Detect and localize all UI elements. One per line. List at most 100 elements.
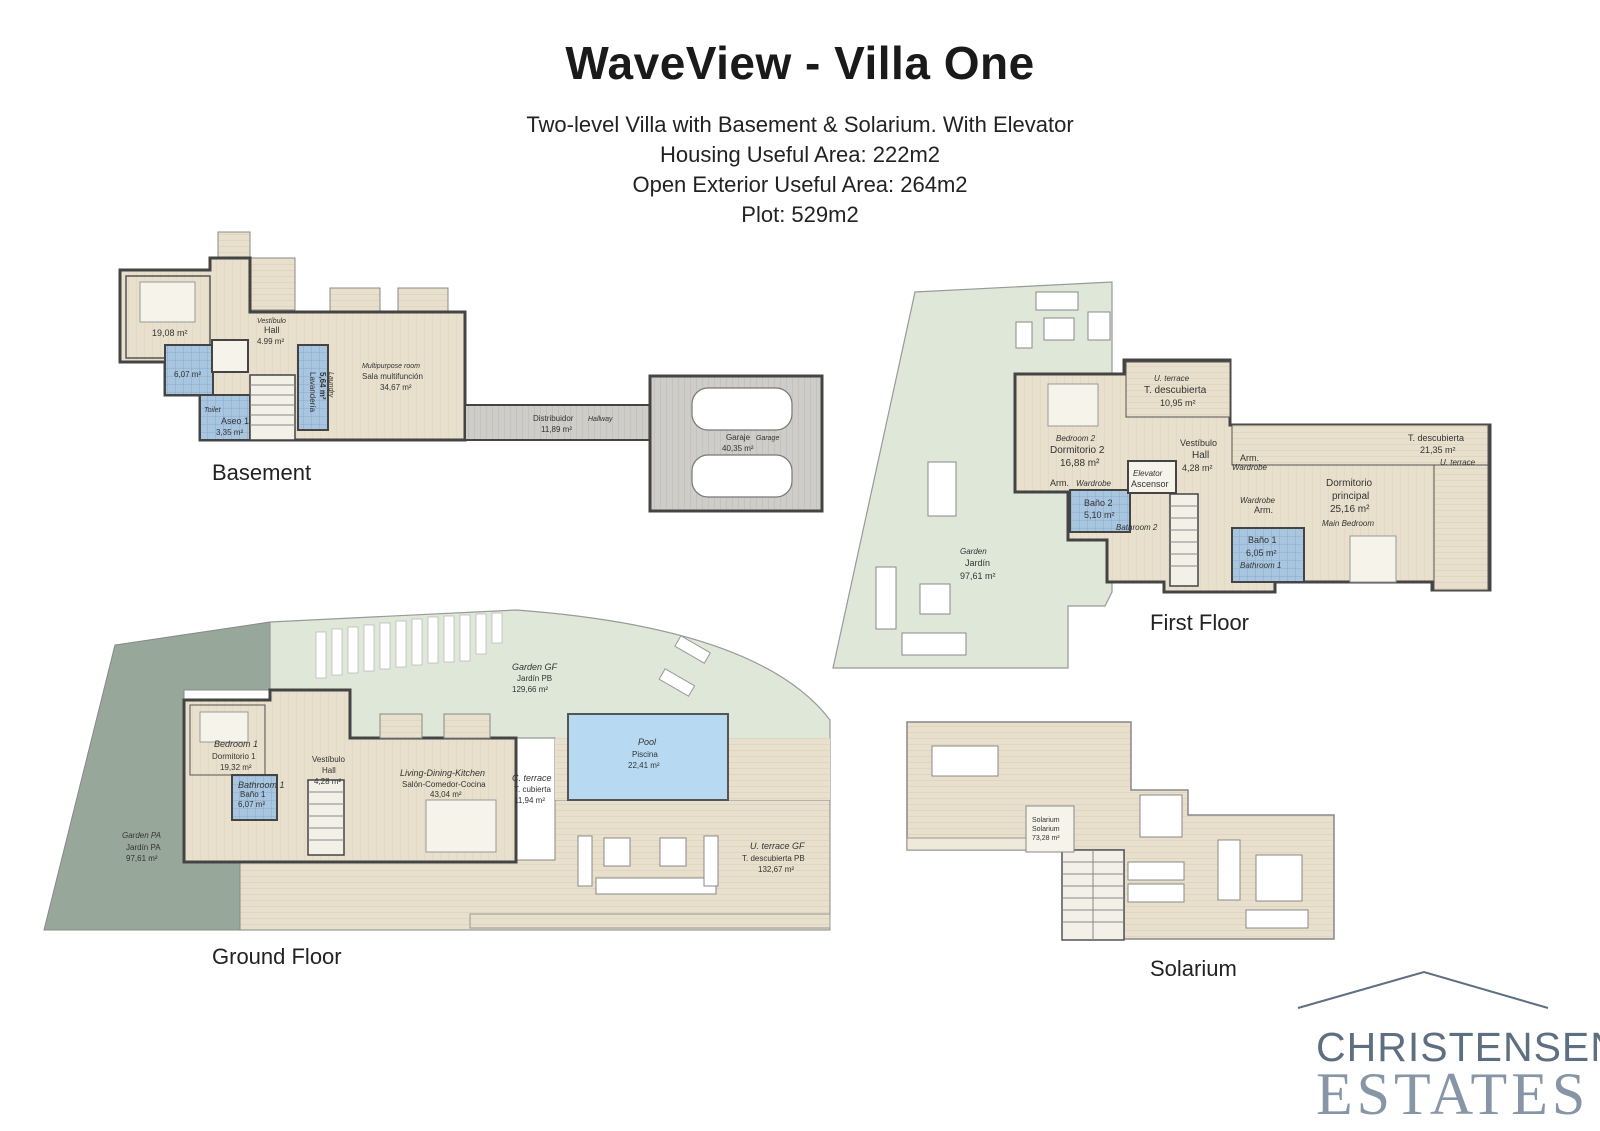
ff-bano2-es: Baño 2 [1084, 498, 1113, 508]
gf-pool-area: 22,41 m² [628, 761, 660, 770]
gf-garden-en: Garden GF [512, 662, 558, 672]
gf-hall-area: 4,28 m² [314, 777, 341, 786]
ff-bath2-en: Bathroom 2 [1116, 523, 1158, 532]
ff-bed2-en: Bedroom 2 [1056, 434, 1096, 443]
gf-uterrace-es: T. descubierta PB [742, 854, 805, 863]
gf-ldk-area: 43,04 m² [430, 790, 462, 799]
ff-tdesc-en: U. terrace [1440, 458, 1476, 467]
label-solarium: Solarium [1150, 956, 1237, 981]
gf-hall-en: Hall [322, 766, 336, 775]
ff-uterrace-es: T. descubierta [1144, 385, 1207, 396]
bsm-bath-area: 6,07 m² [174, 370, 201, 379]
ff-bed2-area: 16,88 m² [1060, 458, 1100, 469]
sol-es: Solarium [1032, 826, 1060, 833]
bsm-multi-en: Multipurpose room [362, 363, 420, 370]
ff-wardrobe-en-1: Wardrobe [1076, 479, 1112, 488]
logo-line1: CHRISTENSEN [1316, 1024, 1600, 1070]
bsm-toilet-es: Aseo 1 [221, 416, 249, 426]
ff-wardrobe-en-3: Wardrobe [1240, 496, 1276, 505]
gf-uterrace-area: 132,67 m² [758, 865, 794, 874]
ff-arm-es-3: Arm. [1254, 505, 1273, 515]
gf-bath1-en: Bathroom 1 [238, 780, 285, 790]
bsm-hall-area: 4.99 m² [257, 337, 284, 346]
ff-elevator-en: Elevator [1133, 469, 1163, 478]
ff-uterrace-area: 10,95 m² [1160, 398, 1196, 408]
gf-bano1-area: 6,07 m² [238, 800, 265, 809]
solarium-plan: Solarium Solarium 73,28 m² [906, 721, 1335, 941]
label-basement: Basement [212, 460, 312, 485]
bsm-toilet-en: Toilet [204, 407, 222, 414]
sol-area: 73,28 m² [1032, 835, 1060, 842]
bsm-hall-en: Hall [264, 325, 280, 335]
subtitle-housing-area: Housing Useful Area: 222m2 [659, 142, 941, 167]
gf-ldk-en: Living-Dining-Kitchen [400, 768, 485, 778]
logo-roof-icon [1297, 970, 1549, 1009]
ff-arm-es-1: Arm. [1050, 478, 1069, 488]
ff-bano2-area: 5,10 m² [1084, 510, 1115, 520]
ff-hall-es: Vestíbulo [1180, 438, 1217, 448]
bsm-toilet-area: 3,35 m² [216, 428, 243, 437]
subtitle-plot: Plot: 529m2 [741, 202, 859, 227]
gf-garden-area: 129,66 m² [512, 685, 548, 694]
bsm-hallway-es: Distribuidor [533, 414, 574, 423]
gf-cterrace-area: 11,94 m² [514, 796, 545, 805]
first-floor-plan: Garden Jardín 97,61 m² U. terrace T. des… [832, 281, 1492, 669]
subtitle-exterior-area: Open Exterior Useful Area: 264m2 [632, 172, 968, 197]
ff-garden-es: Jardín [965, 558, 990, 568]
gf-bano1-es: Baño 1 [240, 790, 266, 799]
bsm-garage-area: 40,35 m² [722, 444, 754, 453]
bsm-multi-area: 34,67 m² [380, 383, 412, 392]
page-title: WaveView - Villa One [565, 37, 1035, 89]
ff-elevator-es: Ascensor [1131, 479, 1169, 489]
ff-hall-area: 4,28 m² [1182, 463, 1213, 473]
gf-pool-es: Piscina [632, 750, 658, 759]
bsm-hall-es: Vestíbulo [257, 318, 286, 325]
bsm-room-area: 19,08 m² [152, 328, 188, 338]
gf-garden-es: Jardín PB [517, 674, 552, 683]
gf-cterrace-en: C. terrace [512, 773, 552, 783]
ff-arm-es-2: Arm. [1240, 453, 1259, 463]
ff-bano1-es: Baño 1 [1248, 535, 1277, 545]
subtitle-type: Two-level Villa with Basement & Solarium… [526, 112, 1074, 137]
bsm-laundry-area: 5,64 m² [318, 372, 327, 400]
gf-ldk-es: Salón-Comedor-Cocina [402, 780, 486, 789]
ff-garden-en: Garden [960, 547, 987, 556]
gf-pool-en: Pool [638, 737, 657, 747]
bsm-garage-es: Garaje [726, 433, 751, 442]
gf-gardenpa-area: 97,61 m² [126, 854, 158, 863]
ff-hall-en: Hall [1192, 450, 1209, 461]
label-ground-floor: Ground Floor [212, 944, 342, 969]
gf-cterrace-es: T. cubierta [514, 785, 551, 794]
ff-garden-area: 97,61 m² [960, 571, 996, 581]
gf-gardenpa-en: Garden PA [122, 831, 161, 840]
gf-bed1-en: Bedroom 1 [214, 739, 258, 749]
gf-uterrace-en: U. terrace GF [750, 841, 805, 851]
ff-main-en: Main Bedroom [1322, 519, 1374, 528]
ff-main-area: 25,16 m² [1330, 504, 1370, 515]
gf-bed1-area: 19,32 m² [220, 763, 252, 772]
ff-bed2-es: Dormitorio 2 [1050, 445, 1105, 456]
ff-tdesc-es: T. descubierta [1408, 433, 1464, 443]
bsm-hallway-en: Hallway [588, 416, 613, 423]
gf-gardenpa-es: Jardín PA [126, 843, 161, 852]
bsm-garage-en: Garage [756, 435, 779, 442]
bsm-laundry-es: Lavandería [308, 372, 317, 413]
ff-wardrobe-en-2: Wardrobe [1232, 463, 1268, 472]
sol-en: Solarium [1032, 817, 1060, 824]
bsm-multi-es: Sala multifunción [362, 372, 423, 381]
label-first-floor: First Floor [1150, 610, 1249, 635]
basement-plan: 19,08 m² Vestíbulo Hall 4.99 m² 6,07 m² … [118, 231, 824, 513]
bsm-hallway-area: 11,89 m² [541, 425, 572, 434]
ff-bath1-en: Bathroom 1 [1240, 561, 1281, 570]
ff-tdesc-area: 21,35 m² [1420, 445, 1456, 455]
gf-bed1-es: Dormitorio 1 [212, 752, 256, 761]
ff-main-es1: Dormitorio [1326, 478, 1373, 489]
ff-main-es2: principal [1332, 491, 1369, 502]
ff-bano1-area: 6,05 m² [1246, 548, 1277, 558]
ff-uterrace-en: U. terrace [1154, 374, 1190, 383]
gf-hall-es: Vestíbulo [312, 755, 345, 764]
ground-floor-plan: Garden GF Jardín PB 129,66 m² Garden PA … [43, 609, 831, 931]
bsm-laundry-en: Laundry [327, 372, 334, 398]
logo-line2: ESTATES [1316, 1061, 1590, 1127]
